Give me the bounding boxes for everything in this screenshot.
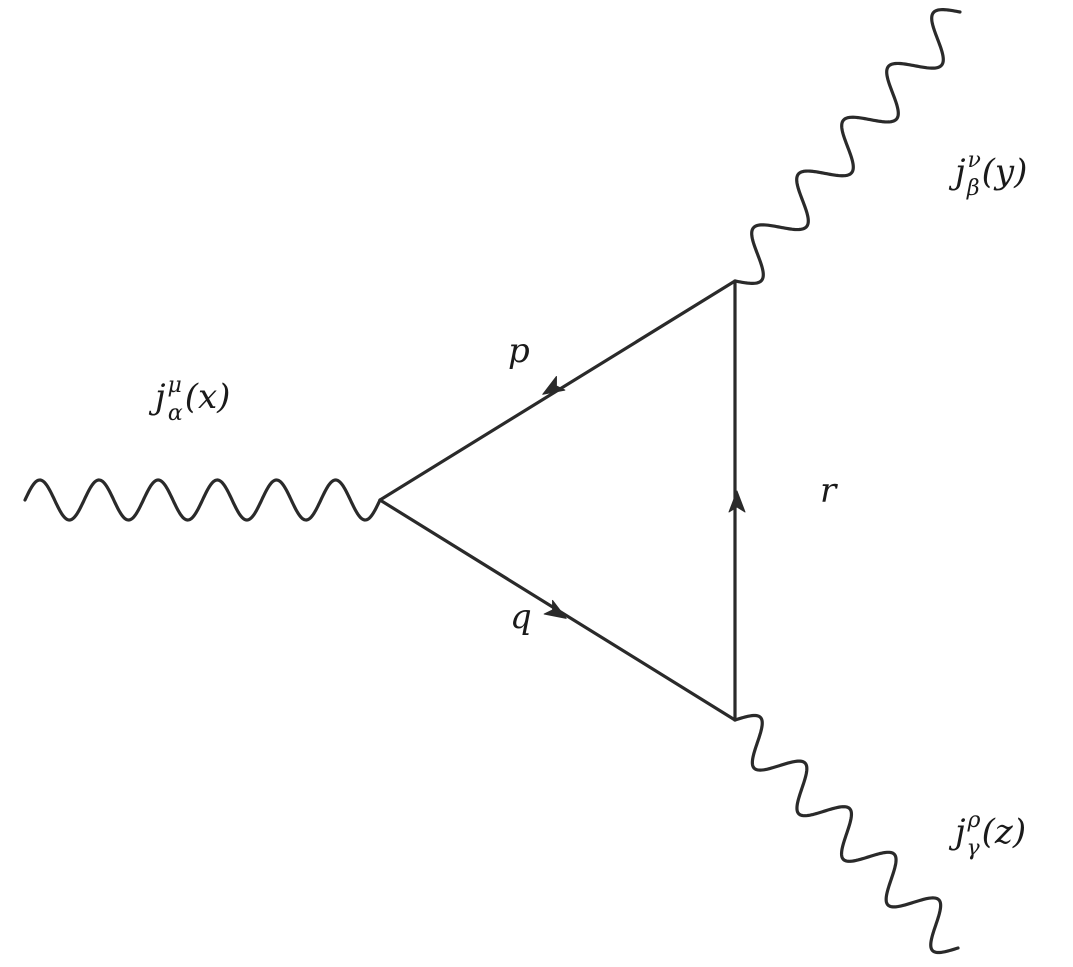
- arrow-p-icon: [542, 375, 566, 395]
- boson-line-x: [23, 478, 382, 522]
- propagator-label-q: q: [510, 597, 532, 637]
- boson-line-y: [733, 8, 962, 285]
- arrow-r-icon: [728, 490, 746, 513]
- propagator-label-p: p: [508, 331, 530, 371]
- arrow-q-icon: [543, 599, 567, 619]
- propagator-label-r: r: [820, 471, 838, 511]
- boson-line-z: [733, 713, 960, 955]
